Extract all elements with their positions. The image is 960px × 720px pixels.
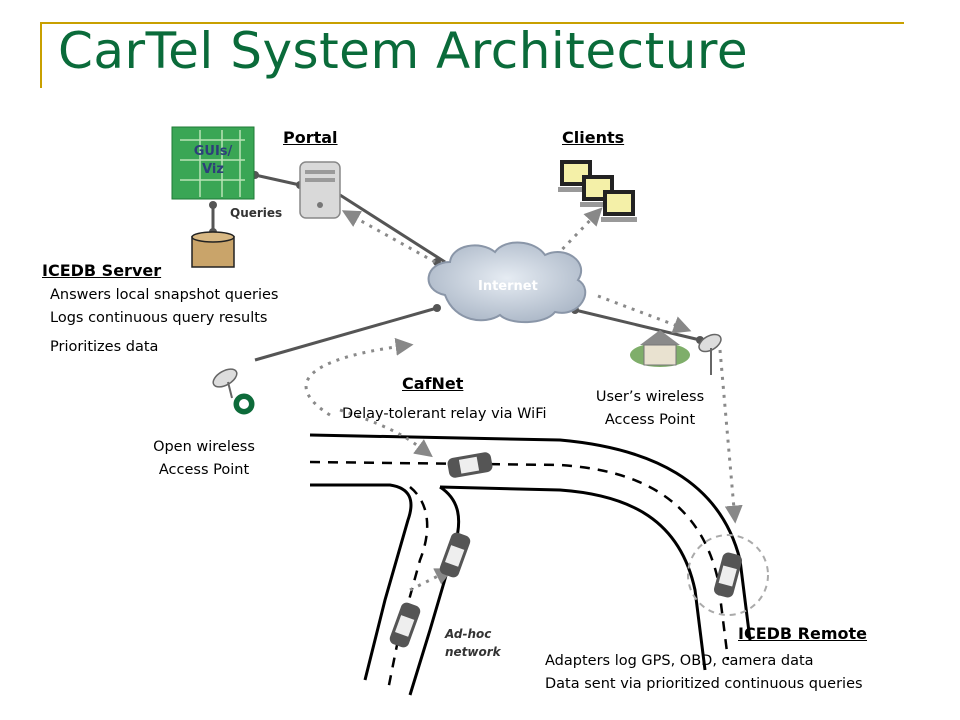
adhoc-line2: network (445, 645, 501, 659)
cafnet-label: CafNet (402, 374, 464, 393)
open-ap-line1: Open wireless (153, 439, 255, 455)
open-access-point-icon (212, 368, 256, 416)
icedb-remote-note-1: Adapters log GPS, OBD, camera data (545, 653, 814, 669)
guis-viz-label: GUIs/ Viz (188, 143, 238, 179)
icedb-server-note-3: Prioritizes data (50, 339, 159, 355)
icedb-remote-label: ICEDB Remote (738, 624, 868, 643)
slide-title: CarTel System Architecture (58, 22, 749, 80)
frame-left-rule (40, 22, 42, 88)
user-ap-label: User’s wireless Access Point (572, 386, 728, 432)
icedb-server-label: ICEDB Server (42, 261, 162, 280)
icedb-remote-notes: Adapters log GPS, OBD, camera data Data … (545, 650, 863, 696)
icedb-server-notes: Answers local snapshot queries Logs cont… (50, 284, 279, 359)
adhoc-line1: Ad-hoc (445, 627, 492, 641)
clients-computers-icon (558, 160, 637, 222)
user-ap-line1: User’s wireless (595, 389, 705, 405)
database-icon (191, 231, 235, 268)
portal-label: Portal (283, 128, 338, 147)
adhoc-network-label: Ad-hoc network (445, 625, 501, 661)
user-ap-line2: Access Point (604, 412, 696, 428)
icedb-server-note-1: Answers local snapshot queries (50, 287, 279, 303)
guis-viz-line1: GUIs/ (193, 144, 233, 159)
guis-viz-map-icon (171, 126, 255, 200)
cafnet-note: Delay-tolerant relay via WiFi (342, 406, 547, 422)
queries-label: Queries (230, 206, 283, 220)
home-access-point-icon (630, 330, 722, 375)
icedb-server-note-2: Logs continuous query results (50, 310, 268, 326)
frame-top-rule (40, 22, 904, 24)
open-ap-line2: Access Point (158, 462, 250, 478)
internet-cloud-icon (427, 241, 587, 324)
internet-label: Internet (478, 279, 538, 294)
portal-server-icon (299, 161, 341, 219)
open-ap-label: Open wireless Access Point (128, 436, 280, 482)
network-links (211, 173, 701, 362)
road-network (309, 433, 752, 696)
guis-viz-line2: Viz (202, 162, 224, 177)
icedb-remote-note-2: Data sent via prioritized continuous que… (545, 676, 863, 692)
clients-label: Clients (562, 128, 625, 147)
car-icons (389, 452, 769, 648)
